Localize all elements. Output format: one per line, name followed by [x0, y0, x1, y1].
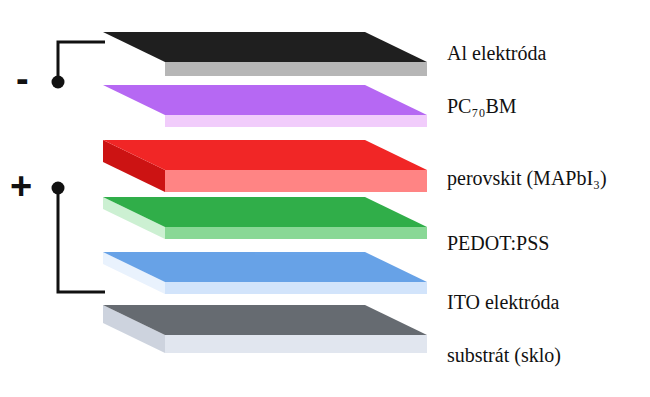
slab-top-face [103, 252, 427, 282]
negative-terminal [52, 76, 65, 89]
slab-front-face [165, 170, 427, 192]
positive-terminal [52, 182, 65, 195]
layer-label: PC₇₀BM [447, 95, 517, 117]
slab-top-face [103, 32, 427, 62]
polarity-sign: + [10, 166, 32, 208]
ito-layer [103, 252, 427, 294]
slab-top-face [103, 197, 427, 227]
layer-label: ITO elektróda [447, 291, 559, 313]
slab-top-face [103, 85, 427, 115]
slab-top-face [103, 140, 427, 170]
pedot-pss-layer [103, 197, 427, 239]
glass-substrate-layer [103, 305, 427, 353]
slab-front-face [165, 115, 427, 127]
negative-wire [58, 42, 105, 80]
slab-front-face [165, 335, 427, 353]
slab-front-face [165, 62, 427, 76]
layer-label: perovskit (MAPbI₃) [447, 167, 607, 189]
layer-label: PEDOT:PSS [447, 232, 549, 254]
layer-label: substrát (sklo) [447, 344, 561, 366]
layer-label: Al elektróda [447, 42, 546, 64]
polarity-sign: - [16, 59, 29, 101]
slab-front-face [165, 227, 427, 239]
perovskite-layer [103, 140, 427, 192]
al-electrode-layer [103, 32, 427, 76]
positive-wire [58, 190, 105, 292]
pcbm-layer [103, 85, 427, 127]
slab-top-face [103, 305, 427, 335]
slab-front-face [165, 282, 427, 294]
